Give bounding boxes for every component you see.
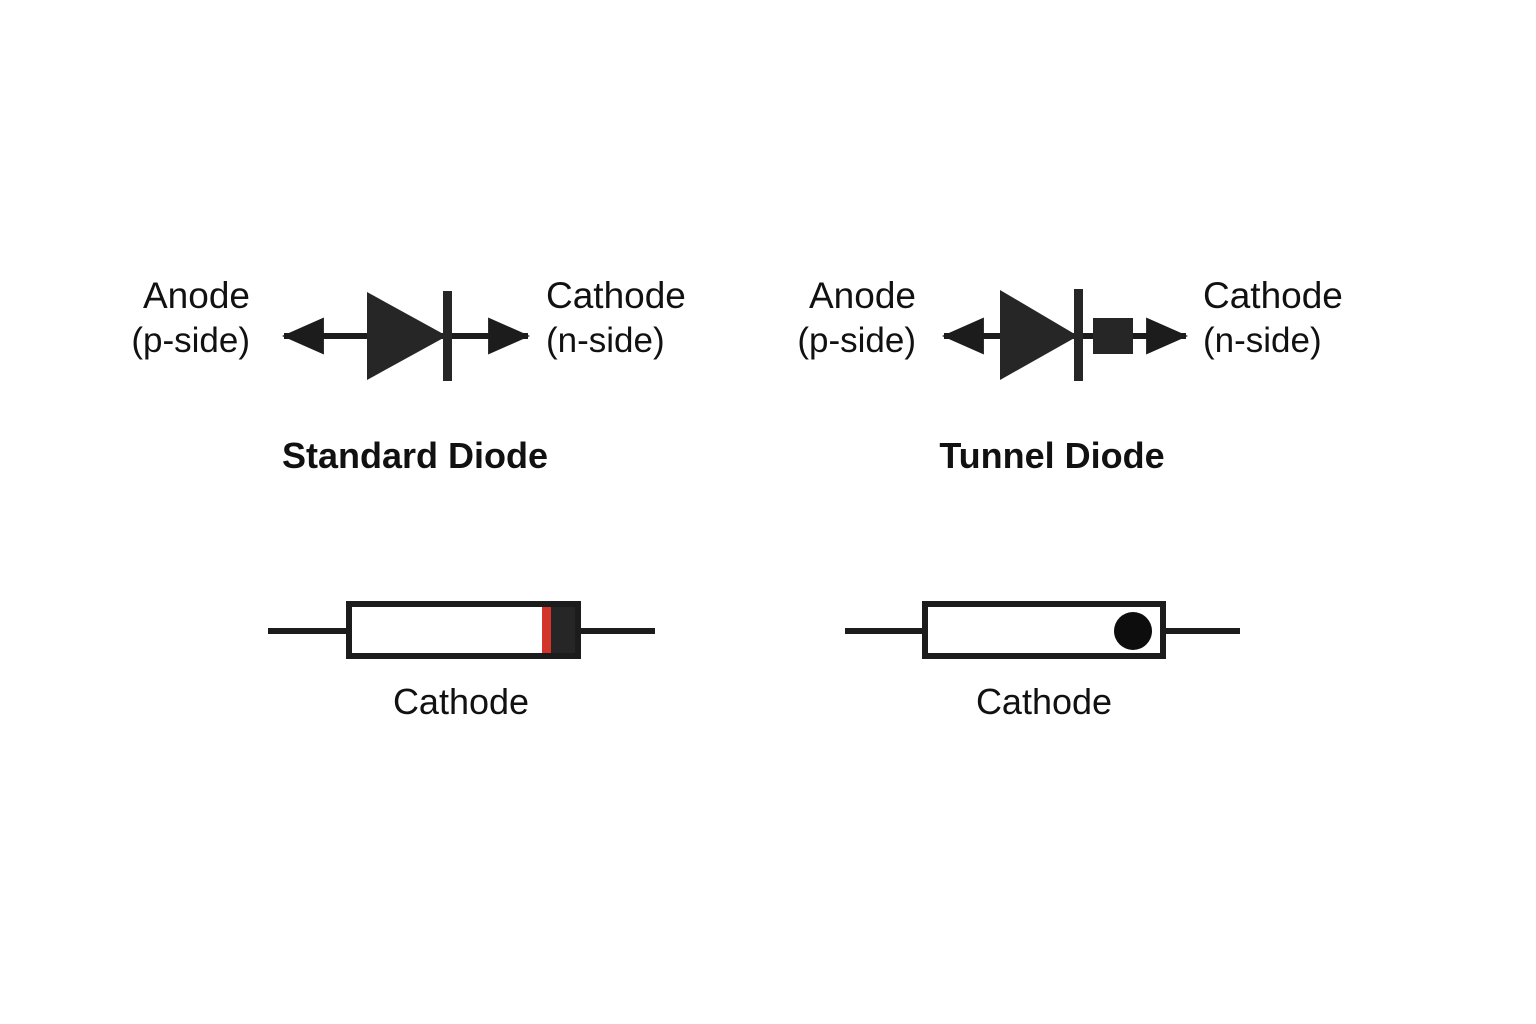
diode-triangle-icon bbox=[367, 292, 447, 380]
anode-label-line2: (p-side) bbox=[131, 321, 250, 360]
anode-label-line1: Anode bbox=[809, 275, 916, 316]
anode-label-line2: (p-side) bbox=[797, 321, 916, 360]
cathode-label-line1: Cathode bbox=[546, 275, 686, 316]
panel-tunnel-diode: Anode (p-side) Cathode (n-side) Tunnel D… bbox=[797, 275, 1343, 476]
panel-caption-standard-diode: Standard Diode bbox=[282, 435, 548, 476]
cathode-label-line2: (n-side) bbox=[1203, 321, 1322, 360]
panel-caption-tunnel-diode: Tunnel Diode bbox=[939, 435, 1164, 476]
cathode-dot-marking bbox=[1114, 612, 1152, 650]
cathode-label-line2: (n-side) bbox=[546, 321, 665, 360]
package-dot: Cathode bbox=[845, 601, 1240, 722]
anode-label-line1: Anode bbox=[143, 275, 250, 316]
package-caption-cathode: Cathode bbox=[976, 681, 1112, 722]
tunnel-block-icon bbox=[1093, 318, 1133, 354]
panel-standard-diode: Anode (p-side) Cathode (n-side) Standard… bbox=[131, 275, 686, 476]
diode-triangle-icon bbox=[1000, 290, 1078, 380]
package-banded: Cathode bbox=[268, 601, 655, 722]
package-body-outline bbox=[346, 601, 581, 659]
cathode-label-line1: Cathode bbox=[1203, 275, 1343, 316]
package-caption-cathode: Cathode bbox=[393, 681, 529, 722]
cathode-band-marking bbox=[551, 604, 578, 656]
cathode-bar-icon bbox=[443, 291, 452, 381]
cathode-red-stripe-marking bbox=[542, 604, 551, 656]
cathode-bar-icon bbox=[1074, 289, 1083, 381]
